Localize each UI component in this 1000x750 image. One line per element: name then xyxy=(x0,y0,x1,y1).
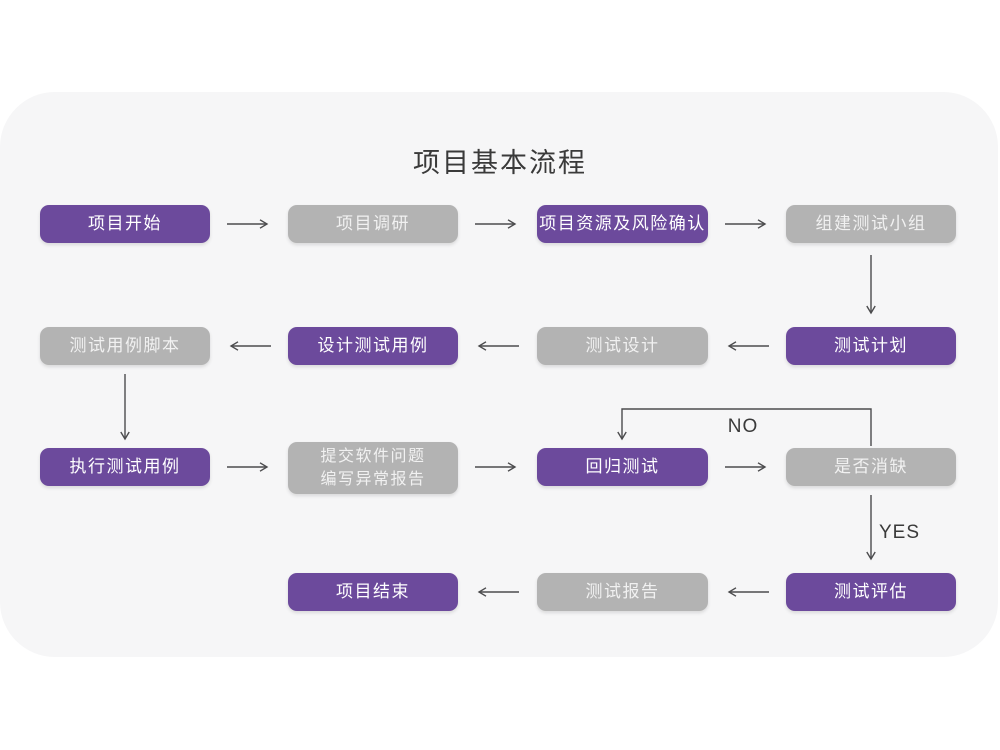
node-submit-issues-report: 提交软件问题 编写异常报告 xyxy=(288,442,458,494)
node-test-plan: 测试计划 xyxy=(786,327,956,365)
diagram-title: 项目基本流程 xyxy=(413,148,587,178)
node-build-test-team: 组建测试小组 xyxy=(786,205,956,243)
node-project-end: 项目结束 xyxy=(288,573,458,611)
node-defect-cleared-decision: 是否消缺 xyxy=(786,448,956,486)
flowchart-card-background xyxy=(0,92,998,657)
node-regression-test: 回归测试 xyxy=(537,448,708,486)
node-test-case-scripts: 测试用例脚本 xyxy=(40,327,210,365)
node-project-start: 项目开始 xyxy=(40,205,210,243)
branch-label-no: NO xyxy=(727,416,759,437)
node-design-test-cases: 设计测试用例 xyxy=(288,327,458,365)
node-test-design: 测试设计 xyxy=(537,327,708,365)
branch-label-yes: YES xyxy=(879,522,921,543)
node-execute-test-cases: 执行测试用例 xyxy=(40,448,210,486)
node-resource-risk-confirm: 项目资源及风险确认 xyxy=(537,205,708,243)
node-project-research: 项目调研 xyxy=(288,205,458,243)
node-test-evaluation: 测试评估 xyxy=(786,573,956,611)
node-test-report: 测试报告 xyxy=(537,573,708,611)
